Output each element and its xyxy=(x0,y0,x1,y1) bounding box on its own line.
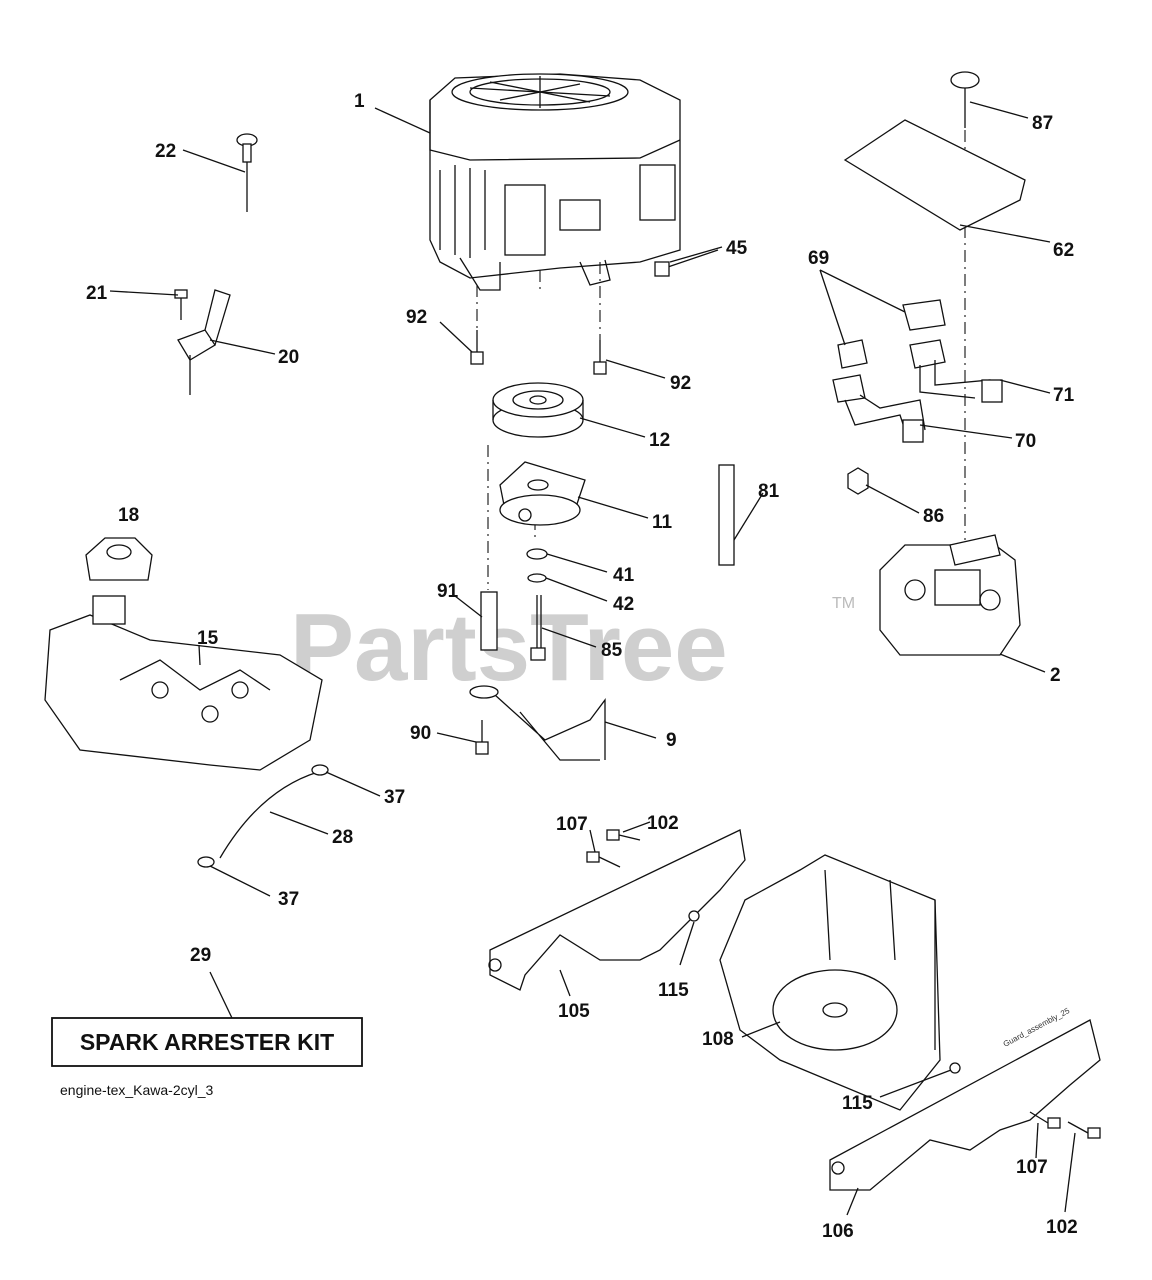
part-label-45[interactable]: 45 xyxy=(726,238,748,259)
part-label-91[interactable]: 91 xyxy=(437,581,459,602)
bracket-106-hole xyxy=(831,1161,845,1175)
part-label-86[interactable]: 86 xyxy=(923,506,944,527)
pulley-drawing[interactable] xyxy=(492,382,584,438)
part-label-21[interactable]: 21 xyxy=(86,283,108,304)
fuel-hose-28-drawing[interactable] xyxy=(219,771,319,859)
part-label-28[interactable]: 28 xyxy=(332,827,353,848)
knob-87-drawing[interactable] xyxy=(950,71,980,128)
bolt-102a-drawing[interactable] xyxy=(606,829,641,841)
part-label-1[interactable]: 1 xyxy=(354,91,365,112)
gaskets-69-drawing[interactable] xyxy=(837,299,946,369)
part-label-108[interactable]: 108 xyxy=(702,1029,734,1050)
fuel-tank-15-drawing[interactable] xyxy=(44,595,323,771)
bolt-85-drawing[interactable] xyxy=(530,595,546,661)
bolt-107a-drawing[interactable] xyxy=(586,851,621,868)
knob-22-drawing[interactable] xyxy=(236,133,258,212)
part-label-71[interactable]: 71 xyxy=(1053,385,1075,406)
part-label-107a[interactable]: 107 xyxy=(556,814,588,835)
part-label-107b[interactable]: 107 xyxy=(1016,1157,1048,1178)
part-label-70[interactable]: 70 xyxy=(1015,431,1036,452)
engine-drawing[interactable] xyxy=(429,73,681,291)
part-label-2[interactable]: 2 xyxy=(1050,665,1061,686)
part-label-62[interactable]: 62 xyxy=(1053,240,1074,261)
part-label-106[interactable]: 106 xyxy=(822,1221,854,1242)
part-label-92a[interactable]: 92 xyxy=(406,307,427,328)
bolt-92b-drawing[interactable] xyxy=(593,340,607,375)
exhaust-pipe-70-drawing[interactable] xyxy=(832,374,926,443)
part-label-115a[interactable]: 115 xyxy=(658,980,689,1001)
watermark-trademark: TM xyxy=(832,595,855,612)
clamp-37a-drawing[interactable] xyxy=(311,764,329,776)
part-label-102b[interactable]: 102 xyxy=(1046,1217,1078,1238)
part-label-81[interactable]: 81 xyxy=(758,481,780,502)
bolt-107b-drawing[interactable] xyxy=(1029,1111,1061,1129)
part-label-115b[interactable]: 115 xyxy=(842,1093,873,1114)
bracket-105-drawing[interactable] xyxy=(489,829,746,991)
spark-arrester-kit-box[interactable]: SPARK ARRESTER KIT xyxy=(51,1017,363,1067)
part-label-22[interactable]: 22 xyxy=(155,141,176,162)
part-label-105[interactable]: 105 xyxy=(558,1001,590,1022)
bolt-102b-drawing[interactable] xyxy=(1067,1121,1101,1139)
part-label-20[interactable]: 20 xyxy=(278,347,299,368)
part-label-11[interactable]: 11 xyxy=(652,512,673,533)
throttle-20-drawing[interactable] xyxy=(177,289,231,395)
part-label-37a[interactable]: 37 xyxy=(384,787,405,808)
bolt-90-drawing[interactable] xyxy=(475,720,489,755)
control-rod-eye-drawing xyxy=(469,685,499,699)
part-label-102a[interactable]: 102 xyxy=(647,813,679,834)
screw-21-drawing[interactable] xyxy=(174,289,188,320)
part-label-69[interactable]: 69 xyxy=(808,248,829,269)
washer-115b-drawing[interactable] xyxy=(949,1062,961,1074)
watermark-brand: PartsTree xyxy=(290,594,728,701)
part-label-90[interactable]: 90 xyxy=(410,723,431,744)
rod-81-drawing[interactable] xyxy=(718,464,735,566)
engine-guard-108-drawing[interactable] xyxy=(719,854,941,1111)
nut-86-drawing[interactable] xyxy=(847,467,869,495)
part-label-41[interactable]: 41 xyxy=(613,565,635,586)
spark-arrester-kit-label: SPARK ARRESTER KIT xyxy=(80,1029,334,1055)
diagram-code: engine-tex_Kawa-2cyl_3 xyxy=(60,1082,214,1098)
part-label-87[interactable]: 87 xyxy=(1032,113,1053,134)
exhaust-pipe-71-drawing[interactable] xyxy=(909,339,1003,403)
clamp-37b-drawing[interactable] xyxy=(197,856,215,868)
drain-45-drawing[interactable] xyxy=(654,249,719,277)
part-label-85[interactable]: 85 xyxy=(601,640,623,661)
leader-lines xyxy=(109,101,1076,1216)
muffler-2-drawing[interactable] xyxy=(879,534,1021,656)
heat-shield-62-drawing[interactable] xyxy=(843,119,1026,231)
part-label-42[interactable]: 42 xyxy=(613,594,634,615)
pto-clutch-drawing[interactable] xyxy=(499,461,586,526)
washer-42-drawing[interactable] xyxy=(527,573,547,583)
washer-115a-drawing[interactable] xyxy=(688,910,700,922)
fuel-cap-18-drawing[interactable] xyxy=(85,537,153,581)
part-label-12[interactable]: 12 xyxy=(649,430,670,451)
bracket-105-hole xyxy=(488,958,502,972)
bolt-92a-drawing[interactable] xyxy=(470,330,484,365)
part-label-9[interactable]: 9 xyxy=(666,730,677,751)
part-label-92b[interactable]: 92 xyxy=(670,373,691,394)
washer-41-drawing[interactable] xyxy=(526,548,548,560)
spacer-91-drawing[interactable] xyxy=(480,591,498,651)
part-label-29[interactable]: 29 xyxy=(190,945,211,966)
part-label-15[interactable]: 15 xyxy=(197,628,219,649)
part-label-37b[interactable]: 37 xyxy=(278,889,299,910)
part-label-18[interactable]: 18 xyxy=(118,505,139,526)
